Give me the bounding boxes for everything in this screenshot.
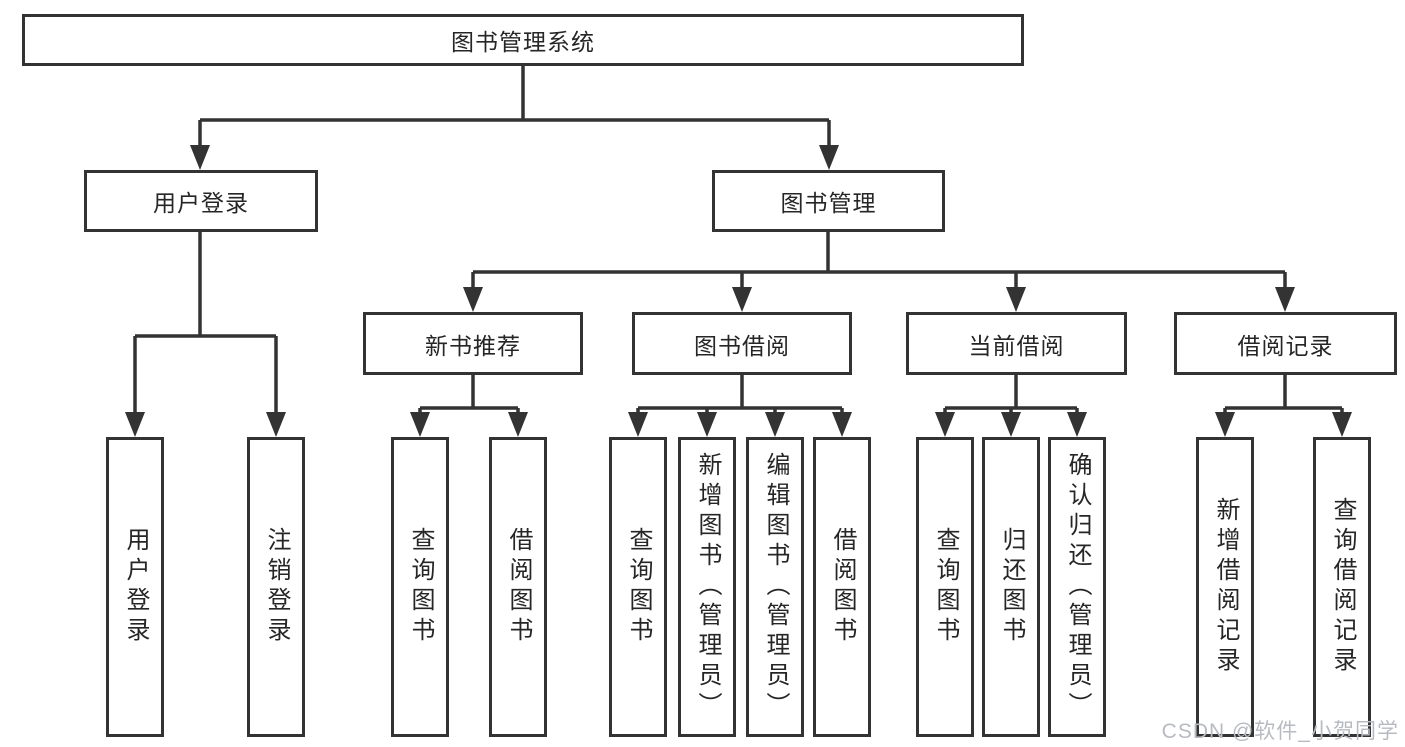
node-book-borrow: 图书借阅 bbox=[632, 312, 852, 375]
node-user-login: 用户登录 bbox=[84, 170, 318, 232]
node-label: 新书推荐 bbox=[425, 332, 521, 359]
leaf-label: 注销登录 bbox=[263, 527, 290, 647]
node-current-borrow: 当前借阅 bbox=[906, 312, 1127, 375]
leaf-label: 用户登录 bbox=[122, 527, 149, 647]
node-label: 图书管理 bbox=[780, 190, 877, 216]
node-borrow-records: 借阅记录 bbox=[1174, 312, 1397, 375]
node-label: 当前借阅 bbox=[968, 332, 1065, 359]
leaf-label: 确认归还（管理员） bbox=[1064, 452, 1091, 722]
leaf-label: 查询图书 bbox=[407, 527, 434, 647]
arrowhead-icons bbox=[125, 145, 1352, 437]
leaf-label: 新增图书（管理员） bbox=[694, 452, 721, 722]
node-library-management-system: 图书管理系统 bbox=[22, 14, 1024, 66]
leaf-edit-book-admin: 编辑图书（管理员） bbox=[746, 437, 804, 737]
leaf-logout: 注销登录 bbox=[247, 437, 305, 737]
node-label: 图书管理系统 bbox=[451, 29, 595, 55]
leaf-query-books-recommend: 查询图书 bbox=[391, 437, 449, 737]
leaf-borrow-books: 借阅图书 bbox=[813, 437, 871, 737]
leaf-label: 新增借阅记录 bbox=[1212, 497, 1239, 677]
leaf-label: 编辑图书（管理员） bbox=[762, 452, 789, 722]
leaf-label: 借阅图书 bbox=[829, 527, 856, 647]
node-label: 借阅记录 bbox=[1237, 332, 1334, 359]
leaf-query-borrow-record: 查询借阅记录 bbox=[1313, 437, 1371, 737]
leaf-label: 查询图书 bbox=[625, 527, 652, 647]
leaf-query-books-current: 查询图书 bbox=[916, 437, 974, 737]
leaf-confirm-return-admin: 确认归还（管理员） bbox=[1048, 437, 1106, 737]
leaf-label: 查询图书 bbox=[932, 527, 959, 647]
leaf-user-login: 用户登录 bbox=[106, 437, 164, 737]
node-label: 用户登录 bbox=[153, 190, 249, 216]
leaf-query-books-borrow: 查询图书 bbox=[609, 437, 667, 737]
watermark: CSDN @软件_小贺同学 bbox=[1161, 720, 1399, 743]
leaf-label: 借阅图书 bbox=[505, 527, 532, 647]
leaf-borrow-books-recommend: 借阅图书 bbox=[489, 437, 547, 737]
connector-paths bbox=[133, 66, 1344, 418]
node-label: 图书借阅 bbox=[694, 332, 790, 359]
node-book-management: 图书管理 bbox=[712, 170, 945, 232]
node-new-book-recommend: 新书推荐 bbox=[363, 312, 583, 375]
leaf-label: 归还图书 bbox=[998, 527, 1025, 647]
leaf-label: 查询借阅记录 bbox=[1329, 497, 1356, 677]
leaf-add-borrow-record: 新增借阅记录 bbox=[1196, 437, 1254, 737]
leaf-add-book-admin: 新增图书（管理员） bbox=[678, 437, 736, 737]
leaf-return-book: 归还图书 bbox=[982, 437, 1040, 737]
